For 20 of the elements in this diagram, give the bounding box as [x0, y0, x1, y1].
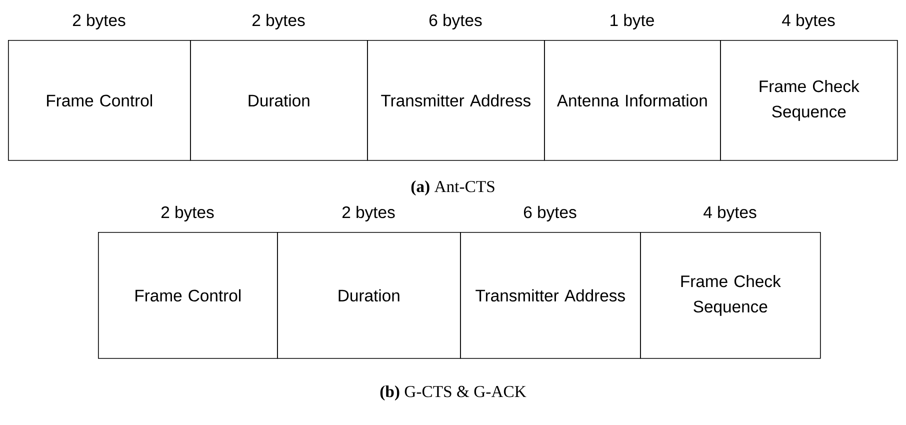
byte-size-label: 4 bytes [782, 14, 835, 30]
field-cell: Frame Check Sequence [720, 40, 898, 161]
byte-size-label: 6 bytes [429, 14, 482, 30]
figure-caption: (a) Ant-CTS [411, 180, 494, 196]
byte-size-label: 2 bytes [72, 14, 126, 30]
byte-size-label: 2 bytes [161, 206, 214, 222]
byte-size-label: 6 bytes [524, 206, 576, 222]
field-cell: Transmitter Address [460, 232, 641, 359]
field-cell: Frame Check Sequence [640, 232, 821, 359]
field-cell: Duration [277, 232, 461, 359]
field-cell: Antenna Information [544, 40, 721, 161]
byte-size-label: 1 byte [610, 14, 654, 30]
field-cell: Frame Control [98, 232, 278, 359]
field-cell: Frame Control [8, 40, 191, 161]
figure-caption: (b) G-CTS & G-ACK [380, 385, 526, 401]
field-cell: Transmitter Address [367, 40, 545, 161]
byte-size-label: 2 bytes [252, 14, 305, 30]
field-cell: Duration [190, 40, 368, 161]
byte-size-label: 4 bytes [704, 206, 756, 222]
byte-size-label: 2 bytes [342, 206, 395, 222]
